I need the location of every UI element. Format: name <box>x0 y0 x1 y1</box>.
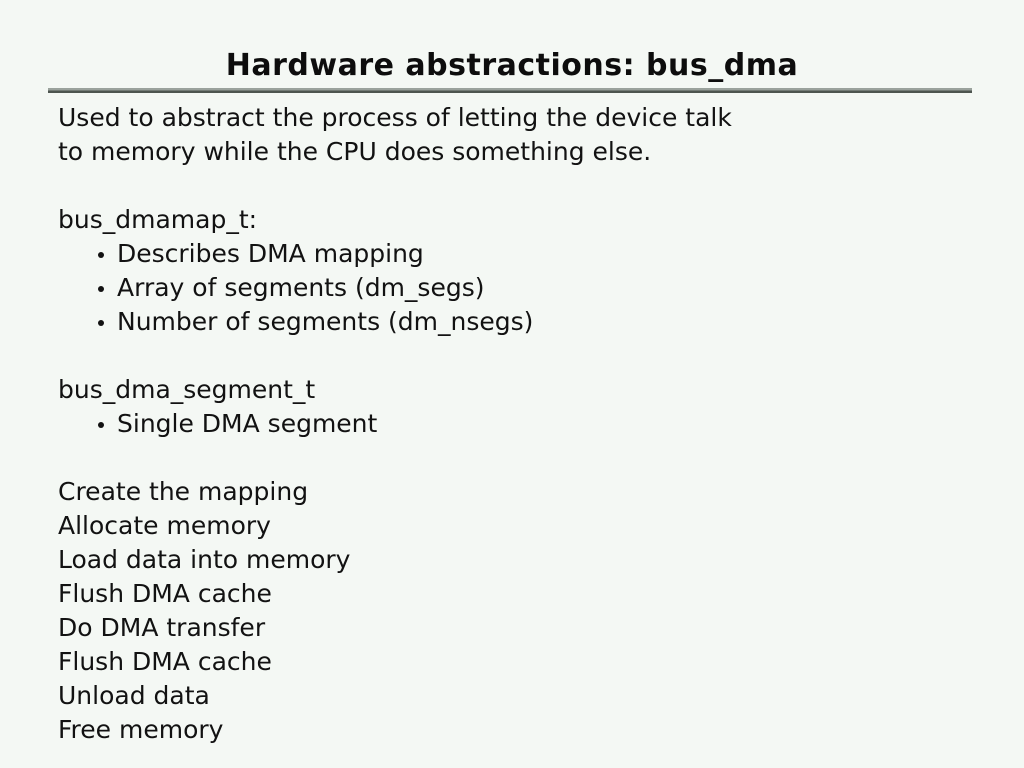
step-item: Do DMA transfer <box>58 613 266 642</box>
step-item: Flush DMA cache <box>58 647 272 676</box>
page-title: Hardware abstractions: bus_dma <box>225 48 799 83</box>
intro-line: Used to abstract the process of letting … <box>58 103 732 132</box>
list-item-label: Single DMA segment <box>117 409 378 438</box>
list-item: Describes DMA mapping <box>58 237 998 271</box>
title-divider <box>48 88 972 93</box>
bullet-dot-icon <box>98 286 104 292</box>
intro-line: to memory while the CPU does something e… <box>58 137 652 166</box>
step-item: Create the mapping <box>58 477 309 506</box>
step-item: Unload data <box>58 681 210 710</box>
section-heading: bus_dmamap_t: <box>58 205 258 234</box>
list-item: Single DMA segment <box>58 407 998 441</box>
spacer <box>58 441 998 475</box>
step-item: Load data into memory <box>58 545 351 574</box>
bullet-dot-icon <box>98 252 104 258</box>
list-item-label: Describes DMA mapping <box>117 239 424 268</box>
step-item: Allocate memory <box>58 511 271 540</box>
bullet-dot-icon <box>98 422 104 428</box>
list-item-label: Array of segments (dm_segs) <box>117 273 485 302</box>
step-item: Flush DMA cache <box>58 579 272 608</box>
section-heading: bus_dma_segment_t <box>58 375 316 404</box>
list-item: Number of segments (dm_nsegs) <box>58 305 998 339</box>
step-item: Free memory <box>58 715 224 744</box>
bullet-dot-icon <box>98 320 104 326</box>
spacer <box>58 169 998 203</box>
spacer <box>58 339 998 373</box>
list-item-label: Number of segments (dm_nsegs) <box>117 307 534 336</box>
slide-body: Used to abstract the process of letting … <box>58 101 998 747</box>
list-item: Array of segments (dm_segs) <box>58 271 998 305</box>
